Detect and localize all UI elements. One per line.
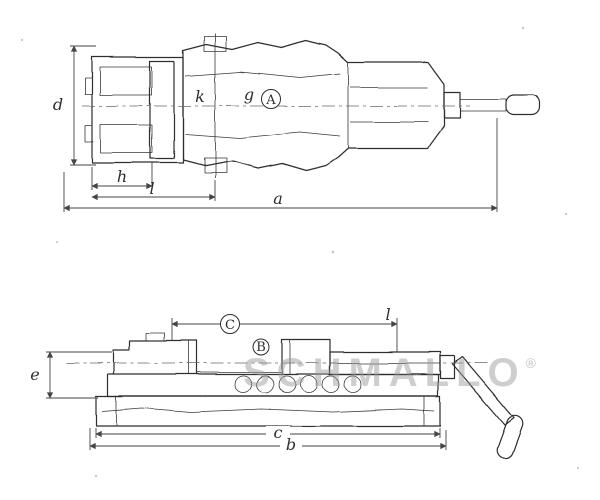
lead-screw-thread	[256, 375, 274, 393]
callout-c-letter: C	[225, 318, 235, 333]
jaw-slot-top	[99, 66, 153, 96]
dim-c-label: c	[274, 423, 283, 442]
vise-body-outline	[182, 39, 445, 171]
side-view: l C B e c b	[30, 305, 524, 459]
dim-g-label: g	[244, 85, 254, 104]
dim-b-label-backing	[280, 438, 302, 453]
jaw-plate	[149, 60, 175, 160]
dim-top-extension-lines	[171, 318, 398, 352]
side-view-dimensions: l C B e c b	[30, 305, 447, 454]
base-flange-edges	[115, 396, 425, 426]
dim-d-label: d	[53, 95, 63, 114]
side-view-geometry	[66, 332, 524, 459]
vise-body-inner-edges	[184, 62, 428, 148]
jaw-slot-bottom	[99, 124, 153, 154]
dim-a-label: a	[273, 189, 283, 208]
top-view: d h l a k g A	[53, 33, 541, 212]
dim-e-label: e	[30, 365, 39, 384]
lead-screw-thread	[344, 375, 362, 393]
scan-speckle	[20, 38, 24, 42]
dim-k-label: k	[195, 87, 205, 106]
spindle-collar	[443, 91, 461, 119]
registered-trademark-icon: ®	[526, 355, 543, 371]
jaw-left-tabs	[84, 77, 92, 143]
scan-speckle	[521, 26, 525, 30]
scan-noise	[20, 26, 580, 478]
base-plate	[95, 395, 441, 427]
callout-a-circle	[261, 89, 281, 109]
base-texture-line	[101, 407, 435, 413]
manufacturer-watermark: SCHMALLO®	[243, 351, 543, 395]
callout-b-circle	[252, 338, 270, 356]
lead-screw-thread	[322, 375, 340, 393]
scan-speckle	[331, 250, 335, 254]
dim-side-l-label: l	[385, 305, 390, 324]
scan-speckle	[576, 466, 580, 470]
scan-speckle	[55, 240, 59, 244]
dim-h-label: h	[117, 167, 127, 186]
dim-e-extension-lines	[46, 351, 112, 399]
dim-c-label-backing	[266, 426, 290, 441]
movable-jaw-side	[113, 340, 197, 375]
scan-speckle	[564, 212, 568, 216]
callout-c-circle	[220, 314, 240, 334]
slide-rail	[107, 373, 439, 397]
dim-b-label: b	[286, 435, 296, 454]
handle-knob	[505, 94, 541, 116]
callout-a-letter: A	[265, 93, 276, 108]
callout-b-letter: B	[256, 340, 266, 355]
dim-l-label: l	[149, 179, 154, 198]
watermark-word: SCHMALLO	[243, 351, 526, 395]
jaw-clamp-boss	[145, 332, 165, 342]
crank-arm	[451, 356, 515, 426]
spindle-rod	[459, 98, 507, 112]
crank-handle-grip	[496, 415, 524, 459]
top-view-dimensions: d h l a k g A	[53, 45, 498, 212]
lead-screw-thread	[278, 375, 296, 393]
lead-screw-thread	[300, 375, 318, 393]
scan-speckle	[94, 474, 98, 478]
lead-screw-thread	[234, 375, 252, 393]
movable-jaw-block	[91, 56, 184, 164]
top-view-geometry	[82, 33, 541, 178]
